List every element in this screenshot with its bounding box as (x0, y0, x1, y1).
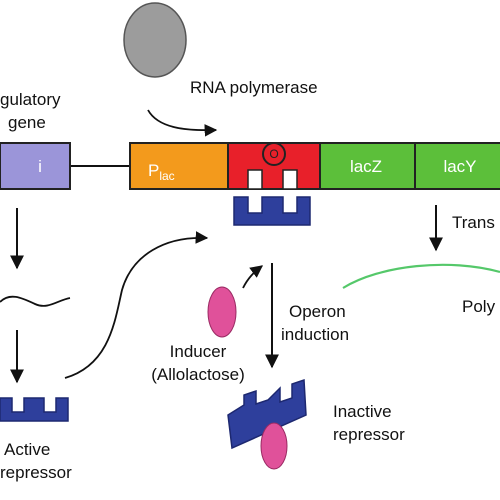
lac-mrna-line (342, 263, 500, 289)
rna-polymerase-shape (123, 2, 187, 78)
polymerase-arrow (147, 109, 218, 137)
gene-i-label: i (38, 157, 42, 176)
inducer-arrow (242, 265, 264, 289)
regulatory-gene-label-1: gulatory (0, 90, 61, 109)
bound-inducer-shape (260, 422, 288, 470)
operator-slot-left (247, 169, 263, 190)
bound-repressor (233, 196, 311, 226)
lacy-label: lacY (443, 157, 476, 176)
inducer-label-2: (Allolactose) (151, 365, 245, 384)
lacz-label: lacZ (350, 157, 382, 176)
operator-label: O (262, 142, 286, 166)
polypeptide-label: Poly (462, 297, 496, 316)
lacy-box (414, 142, 500, 190)
lacz-box (319, 142, 416, 190)
inducer-label-1: Inducer (169, 342, 227, 361)
repressor-mrna-line (0, 295, 71, 307)
regulatory-gene-box (0, 142, 71, 190)
operator-slot-right (282, 169, 298, 190)
operon-induction-label-2: induction (281, 325, 350, 344)
rna-polymerase-label: RNA polymerase (190, 78, 318, 97)
promoter-label: Plac (148, 161, 175, 183)
active-repressor-label-2: repressor (0, 463, 72, 482)
active-repressor-label-1: Active (4, 440, 51, 459)
promoter-box (129, 142, 229, 190)
inactive-repressor-label-2: repressor (333, 425, 405, 444)
repressor-binding-arrow (64, 231, 209, 379)
active-repressor-shape (0, 397, 69, 422)
operon-induction-label-1: Operon (289, 302, 346, 321)
inducer-shape (207, 286, 237, 338)
regulatory-gene-label-2: gene (8, 113, 46, 132)
inactive-repressor-shape (227, 378, 307, 450)
transcription-label: Trans (452, 213, 495, 232)
inactive-repressor-label-1: Inactive (333, 402, 392, 421)
